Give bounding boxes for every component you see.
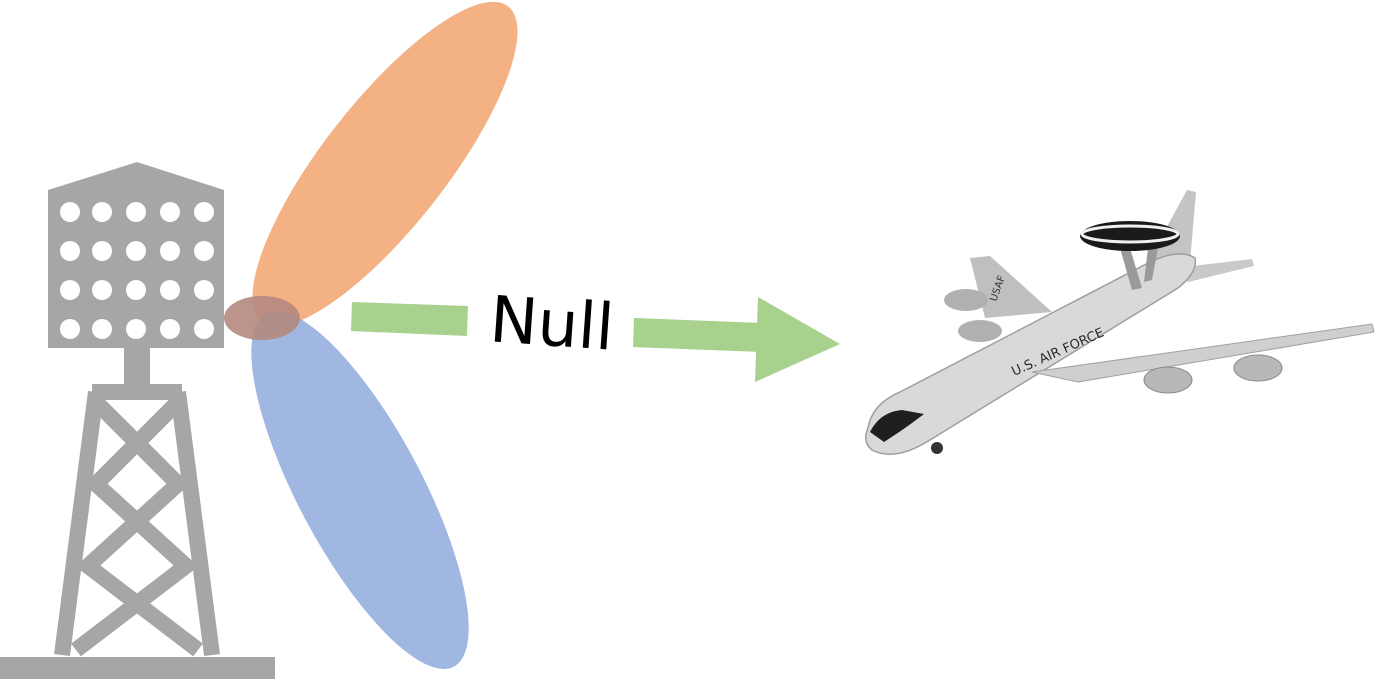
radar-tower-icon — [0, 162, 275, 679]
beam-upper-lobe — [252, 1, 518, 327]
aircraft-near-wing — [1031, 323, 1375, 383]
null-label: Null — [487, 283, 616, 365]
null-arrow-head — [755, 297, 840, 382]
tower-base — [0, 657, 275, 679]
rotodome-strut — [1144, 248, 1158, 282]
antenna-elements — [60, 202, 214, 339]
aircraft-cockpit — [870, 410, 924, 442]
aircraft-engine — [1233, 354, 1283, 382]
beam-overlap — [224, 296, 300, 340]
aircraft-fuselage — [865, 253, 1197, 455]
aircraft-engine — [944, 289, 988, 311]
awacs-aircraft-icon: U.S. AIR FORCE USAF — [865, 190, 1375, 455]
null-arrow — [351, 297, 840, 382]
radiation-beams — [224, 1, 518, 669]
aircraft-engine — [958, 320, 1002, 342]
aircraft-stabilizer — [1175, 259, 1254, 282]
aircraft-landing-gear — [931, 442, 943, 454]
aircraft-far-wing — [970, 256, 1052, 318]
beam-lower-lobe — [251, 311, 469, 669]
null-arrow-shaft — [633, 318, 762, 352]
rotodome-band — [1080, 224, 1180, 244]
tower-lattice — [54, 384, 220, 657]
tower-neck — [124, 348, 150, 390]
null-arrow-tail — [351, 302, 468, 336]
aircraft-engine — [1143, 366, 1193, 394]
rotodome-strut — [1120, 248, 1142, 290]
